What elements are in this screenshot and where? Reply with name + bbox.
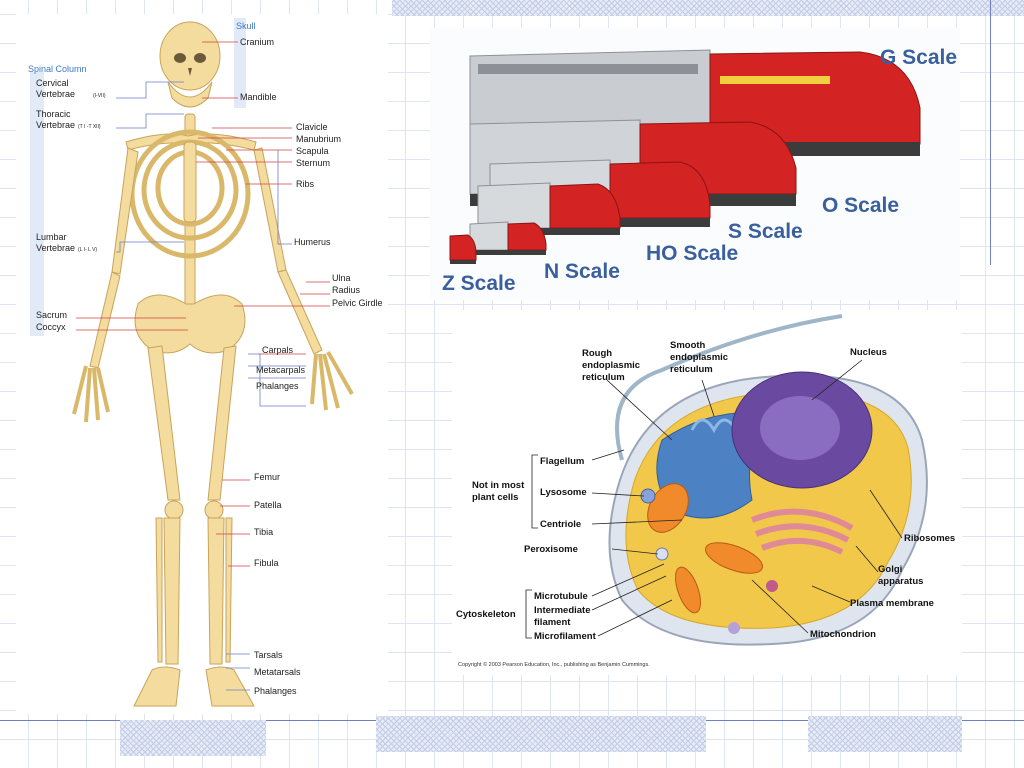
label-cytoskeleton: Cytoskeleton — [456, 609, 516, 620]
bottom-hatch-3 — [808, 716, 962, 752]
label-centriole: Centriole — [540, 519, 581, 530]
spinal-column-bracket — [30, 72, 44, 336]
label-thoracic-sub: (T I -T XII) — [78, 124, 101, 130]
z-scale-locomotive — [449, 234, 477, 264]
label-ribosomes: Ribosomes — [904, 533, 955, 544]
mitochondrion-shape-2 — [705, 542, 763, 574]
label-rough-er-2: endoplasmic — [582, 360, 640, 371]
label-manubrium: Manubrium — [296, 134, 341, 144]
train-scales-illustration: G Scale O Scale S Scale HO Scale N Scale… — [442, 46, 957, 295]
g-scale-locomotive — [469, 49, 921, 156]
train-scales-image: G Scale O Scale S Scale HO Scale N Scale… — [430, 28, 960, 300]
vesicle-shape — [766, 580, 778, 592]
bottom-hatch-2 — [376, 716, 706, 752]
label-lysosome: Lysosome — [540, 487, 587, 498]
label-phalanges-hand: Phalanges — [256, 381, 299, 391]
bottom-hatch-1 — [120, 720, 266, 756]
label-cervical: Cervical — [36, 78, 69, 88]
label-nucleus: Nucleus — [850, 347, 887, 358]
label-ho-scale: HO Scale — [646, 242, 738, 265]
golgi-shape — [750, 508, 854, 555]
label-sacrum: Sacrum — [36, 310, 67, 320]
label-cervical-vertebrae: Vertebrae — [36, 89, 75, 99]
label-skull: Skull — [236, 21, 256, 31]
skeleton-diagram: Skull Spinal Column Cranium Mandible Cer… — [16, 14, 388, 714]
label-rough-er-1: Rough — [582, 348, 612, 359]
skull-bracket — [234, 18, 246, 108]
label-scapula: Scapula — [296, 146, 329, 156]
label-lumbar-sub: (L I- L V) — [78, 247, 97, 253]
label-n-scale: N Scale — [544, 260, 620, 283]
label-golgi-2: apparatus — [878, 576, 923, 587]
label-radius: Radius — [332, 285, 361, 295]
right-divider-line — [990, 0, 991, 265]
animal-cell-diagram: Rough endoplasmic reticulum Smooth endop… — [452, 310, 962, 675]
label-pelvic-girdle: Pelvic Girdle — [332, 298, 383, 308]
skeleton-illustration: Skull Spinal Column Cranium Mandible Cer… — [28, 18, 383, 707]
label-thoracic-vertebrae: Vertebrae — [36, 120, 75, 130]
label-intermediate-2: filament — [534, 617, 571, 628]
label-metatarsals: Metatarsals — [254, 667, 301, 677]
label-lumbar-vertebrae: Vertebrae — [36, 243, 75, 253]
label-fibula: Fibula — [254, 558, 279, 568]
label-ulna: Ulna — [332, 273, 351, 283]
not-in-plant-bracket — [531, 454, 538, 529]
label-cranium: Cranium — [240, 37, 274, 47]
label-sternum: Sternum — [296, 158, 330, 168]
label-carpals: Carpals — [262, 345, 294, 355]
ho-scale-locomotive — [477, 182, 621, 235]
mitochondrion-shape-3 — [675, 566, 701, 614]
label-cervical-sub: (I-VII) — [93, 93, 106, 99]
label-spinal-column: Spinal Column — [28, 64, 87, 74]
cytoskeleton-bracket — [525, 589, 532, 639]
label-golgi-1: Golgi — [878, 564, 902, 575]
copyright-notice: Copyright © 2003 Pearson Education, Inc.… — [458, 661, 650, 668]
label-smooth-er-3: reticulum — [670, 364, 713, 375]
label-mandible: Mandible — [240, 92, 277, 102]
label-microtubule: Microtubule — [534, 591, 588, 602]
label-s-scale: S Scale — [728, 220, 803, 243]
label-metacarpals: Metacarpals — [256, 365, 306, 375]
label-o-scale: O Scale — [822, 194, 899, 217]
smooth-er-shape — [690, 418, 738, 434]
label-g-scale: G Scale — [880, 46, 957, 69]
label-rough-er-3: reticulum — [582, 372, 625, 383]
label-ribs: Ribs — [296, 179, 315, 189]
label-phalanges-foot: Phalanges — [254, 686, 297, 696]
label-smooth-er-1: Smooth — [670, 340, 706, 351]
nucleolus-shape — [760, 396, 840, 460]
label-patella: Patella — [254, 500, 282, 510]
label-plasma-membrane: Plasma membrane — [850, 598, 934, 609]
label-not-in-most-2: plant cells — [472, 492, 518, 503]
label-intermediate-1: Intermediate — [534, 605, 591, 616]
label-flagellum: Flagellum — [540, 456, 584, 467]
label-humerus: Humerus — [294, 237, 331, 247]
label-smooth-er-2: endoplasmic — [670, 352, 728, 363]
vesicle-shape-2 — [728, 622, 740, 634]
label-tarsals: Tarsals — [254, 650, 283, 660]
label-tibia: Tibia — [254, 527, 273, 537]
label-clavicle: Clavicle — [296, 122, 328, 132]
label-femur: Femur — [254, 472, 280, 482]
label-z-scale: Z Scale — [442, 272, 516, 295]
top-hatch-band — [392, 0, 1024, 16]
flagellum-shape — [615, 314, 843, 461]
label-peroxisome: Peroxisome — [524, 544, 578, 555]
label-coccyx: Coccyx — [36, 322, 66, 332]
label-lumbar: Lumbar — [36, 232, 67, 242]
label-not-in-most-1: Not in most — [472, 480, 525, 491]
label-thoracic: Thoracic — [36, 109, 71, 119]
animal-cell-illustration: Rough endoplasmic reticulum Smooth endop… — [456, 314, 955, 668]
label-mitochondrion: Mitochondrion — [810, 629, 876, 640]
label-microfilament: Microfilament — [534, 631, 597, 642]
n-scale-locomotive — [469, 221, 547, 255]
